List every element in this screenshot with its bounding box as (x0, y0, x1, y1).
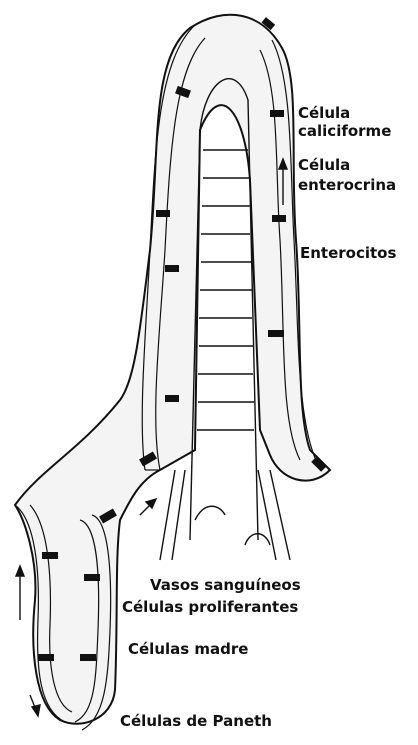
goblet-cell-label-line2: caliciforme (298, 122, 391, 140)
goblet-cell-label-line1: Célula (298, 104, 350, 122)
lamina-propria (15, 15, 330, 724)
enteroendocrine-cell-label-line1: Célula (298, 156, 350, 174)
blood-vessels (160, 470, 290, 560)
proliferating-cells-label: Células proliferantes (122, 598, 298, 616)
blood-vessels-label: Vasos sanguíneos (150, 576, 301, 594)
enterocytes-label: Enterocitos (300, 244, 396, 262)
paneth-cells-label: Células de Paneth (120, 712, 272, 730)
enteroendocrine-cell-label-line2: enterocrina (298, 176, 396, 194)
stem-cells-label: Células madre (128, 640, 248, 658)
